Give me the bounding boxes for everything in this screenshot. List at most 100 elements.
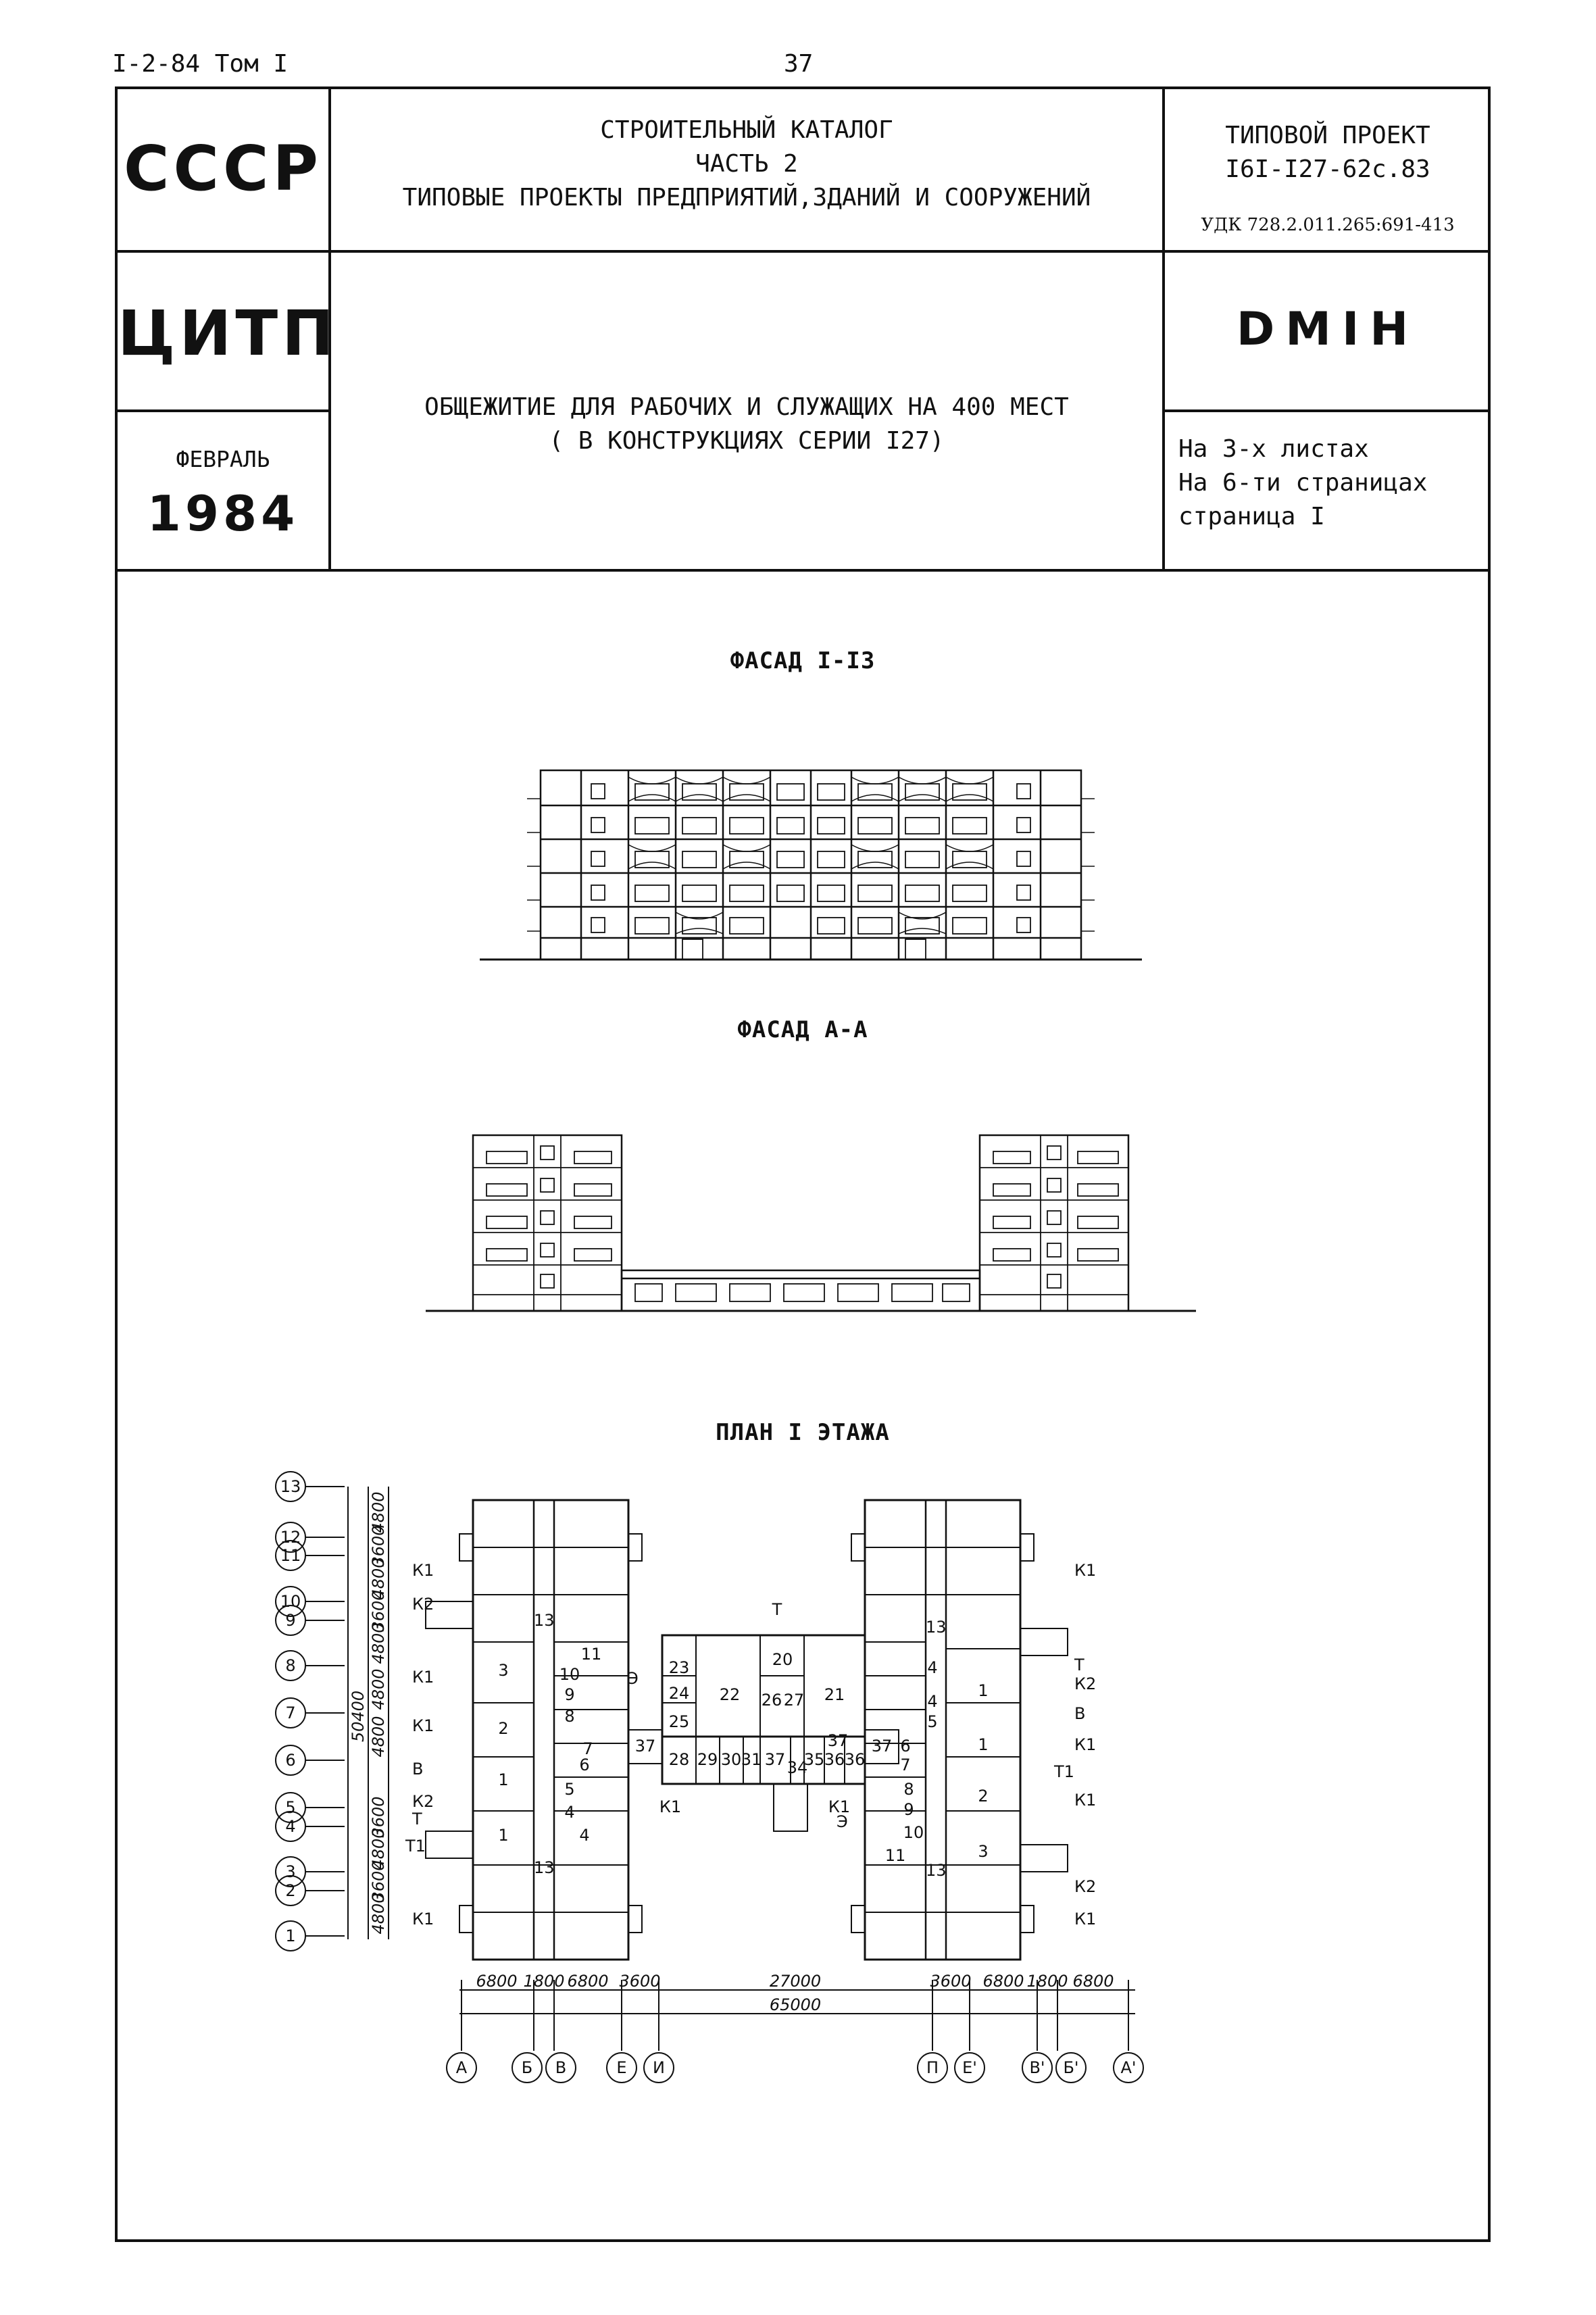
org-ussr: СССР xyxy=(124,132,322,205)
side-step: 4800 xyxy=(369,1893,388,1934)
divider xyxy=(115,409,328,412)
room-number: 10 xyxy=(903,1823,924,1842)
side-step: 4800 xyxy=(369,1622,388,1664)
axis-label: В xyxy=(555,2058,566,2077)
room-number: 37 xyxy=(635,1737,656,1756)
dimension: 3600 xyxy=(930,1972,971,1991)
side-step: 4800 xyxy=(369,1828,388,1869)
pipe-mark: К1 xyxy=(828,1797,850,1816)
plan-drawing: 13 12 11 10 9 8 7 6 5 4 3 2 1 А Б В Е И … xyxy=(275,1471,1144,2083)
room-number: 1 xyxy=(498,1826,508,1845)
project-label: ТИПОВОЙ ПРОЕКТ I6I-I27-62с.83 xyxy=(1225,122,1430,183)
axis-label: 8 xyxy=(285,1656,295,1675)
pipe-mark: Т xyxy=(412,1810,422,1828)
room-number: 34 xyxy=(787,1758,808,1777)
dimension: 6800 xyxy=(567,1972,608,1991)
room-number: 27 xyxy=(784,1691,805,1710)
pipe-mark: В xyxy=(1074,1704,1085,1723)
room-number: 11 xyxy=(581,1645,602,1664)
room-number: 3 xyxy=(978,1842,988,1861)
pipe-mark: К1 xyxy=(1074,1561,1096,1580)
room-number: 29 xyxy=(697,1750,718,1769)
code-stamp: DMIH xyxy=(1236,303,1420,356)
dimension: 6800 xyxy=(982,1972,1024,1991)
room-number: 9 xyxy=(903,1800,914,1819)
pipe-mark: 13 xyxy=(534,1611,555,1630)
pipe-mark: 13 xyxy=(534,1858,555,1877)
pipe-mark: К1 xyxy=(659,1797,681,1816)
pipe-mark: Э xyxy=(627,1669,639,1688)
room-number: 37 xyxy=(765,1750,786,1769)
axis-label: 2 xyxy=(285,1881,295,1900)
axis-label: 7 xyxy=(285,1703,295,1722)
dimension: 1800 xyxy=(1026,1972,1068,1991)
pipe-mark: К2 xyxy=(1074,1674,1096,1693)
catalog-title: СТРОИТЕЛЬНЫЙ КАТАЛОГ ЧАСТЬ 2 ТИПОВЫЕ ПРО… xyxy=(402,116,1091,211)
axis-label: А xyxy=(456,2058,468,2077)
room-number: 8 xyxy=(564,1707,574,1726)
pipe-mark: К1 xyxy=(412,1668,434,1687)
axis-label: 6 xyxy=(285,1751,295,1770)
org-citp: ЦИТП xyxy=(118,297,339,370)
room-number: 1 xyxy=(978,1681,988,1700)
side-step: 3600 xyxy=(369,1590,388,1631)
axis-label: Б xyxy=(522,2058,532,2077)
room-number: 8 xyxy=(903,1780,914,1799)
room-number: 22 xyxy=(720,1685,741,1704)
facade-2-caption: ФАСАД А-А xyxy=(737,1016,868,1043)
document-reference: I-2-84 Том I xyxy=(112,50,289,78)
room-number: 37 xyxy=(872,1737,893,1756)
room-number: 2 xyxy=(498,1719,508,1738)
room-number: 2 xyxy=(978,1787,988,1806)
dimension: 1800 xyxy=(523,1972,564,1991)
object-title: ОБЩЕЖИТИЕ ДЛЯ РАБОЧИХ И СЛУЖАЩИХ НА 400 … xyxy=(424,393,1069,455)
pipe-mark: К2 xyxy=(1074,1877,1096,1896)
side-step: 4800 xyxy=(369,1491,388,1533)
dimension-total: 65000 xyxy=(770,1995,821,2014)
pipe-mark: Э xyxy=(837,1812,848,1831)
pipe-mark: К1 xyxy=(1074,1910,1096,1928)
sheet-frame xyxy=(115,86,1491,2242)
page-number: 37 xyxy=(784,50,814,78)
udk-code: УДК 728.2.011.265:691-413 xyxy=(1201,215,1455,235)
pipe-mark: 13 xyxy=(926,1861,947,1880)
dimension: 6800 xyxy=(476,1972,517,1991)
room-number: 10 xyxy=(559,1665,580,1684)
side-step: 3600 xyxy=(369,1525,388,1566)
pipe-mark: 13 xyxy=(926,1618,947,1637)
axis-label: 5 xyxy=(285,1798,295,1817)
room-number: 4 xyxy=(564,1803,574,1822)
issue-month: ФЕВРАЛЬ xyxy=(176,446,270,472)
room-number: 36 xyxy=(824,1750,845,1769)
sheet-info: На 3-х листах На 6-ти страницах страница… xyxy=(1178,435,1428,530)
axis-label: В' xyxy=(1029,2058,1045,2077)
room-number: 1 xyxy=(498,1770,508,1789)
axis-label: А' xyxy=(1120,2058,1136,2077)
axis-label: Б' xyxy=(1063,2058,1078,2077)
axis-label: 10 xyxy=(280,1592,301,1611)
facade-1-caption: ФАСАД I-I3 xyxy=(730,647,876,674)
side-step: 3600 xyxy=(369,1860,388,1901)
axis-label: 13 xyxy=(280,1477,301,1496)
issue-year: 1984 xyxy=(147,485,299,542)
dimension: 27000 xyxy=(770,1972,821,1991)
pipe-mark: К2 xyxy=(412,1792,434,1811)
room-number: 35 xyxy=(804,1750,825,1769)
axis-label: 3 xyxy=(285,1862,295,1881)
side-step: 3600 xyxy=(369,1796,388,1837)
pipe-mark: Т xyxy=(772,1600,782,1619)
axis-label: И xyxy=(653,2058,665,2077)
pipe-mark: К1 xyxy=(412,1716,434,1735)
pipe-mark: В xyxy=(412,1760,423,1778)
dimension: 6800 xyxy=(1072,1972,1114,1991)
room-number: 9 xyxy=(564,1685,574,1704)
axis-label: 12 xyxy=(280,1528,301,1547)
pipe-mark: К1 xyxy=(412,1561,434,1580)
room-number: 30 xyxy=(721,1750,742,1769)
dimension-side: 50400 xyxy=(349,1691,368,1742)
plan-caption: ПЛАН I ЭТАЖА xyxy=(716,1419,890,1446)
room-number: 7 xyxy=(900,1756,910,1774)
room-number: 6 xyxy=(579,1756,589,1774)
axis-label: Е' xyxy=(962,2058,977,2077)
room-number: 37 xyxy=(828,1731,849,1750)
